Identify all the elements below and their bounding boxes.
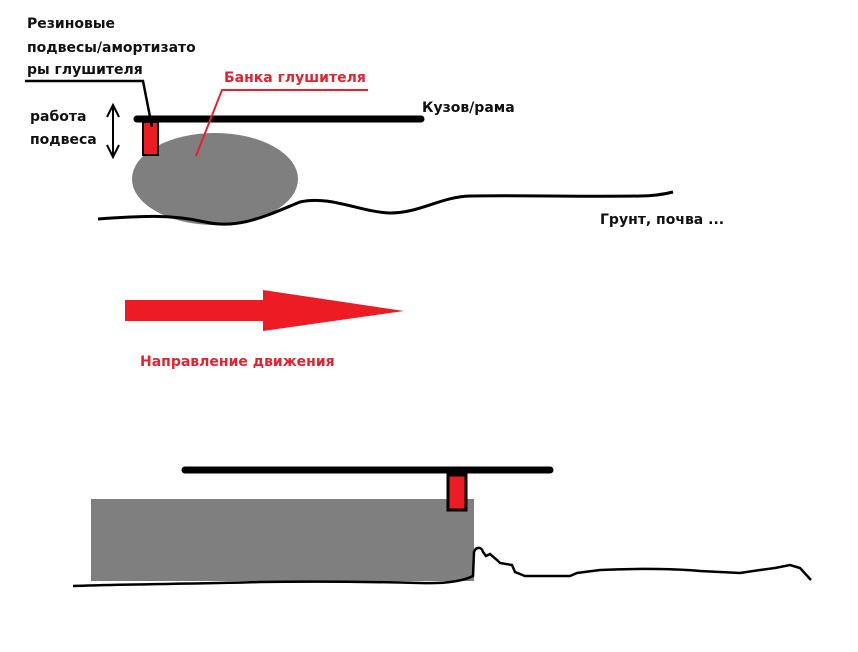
body-frame-label: Кузов/рама [422,100,515,116]
suspension-travel-label-line2: подвеса [30,132,97,148]
suspension-travel-label-line1: работа [30,109,87,125]
ground-line-top [97,190,674,226]
right-arrow-icon [125,290,404,331]
muffler-can-flattened [91,499,474,581]
ground-label: Грунт, почва ... [600,212,725,228]
rubber-mount-bottom [446,473,468,512]
rubber-mounts-label-line3: ры глушителя [27,62,143,78]
muffler-leader-line [195,89,368,157]
muffler-can-oval [132,133,298,225]
rubber-mounts-label-line2: подвесы/амортизато [27,40,196,56]
rubber-mounts-label-line1: Резиновые [27,16,116,32]
direction-label: Направление движения [140,354,335,370]
vertical-double-arrow-icon [106,102,120,160]
rubber-mount-leader-line [25,79,154,128]
rubber-mount-top [142,121,159,156]
ground-line-bottom [72,546,812,588]
muffler-can-label: Банка глушителя [224,70,366,86]
